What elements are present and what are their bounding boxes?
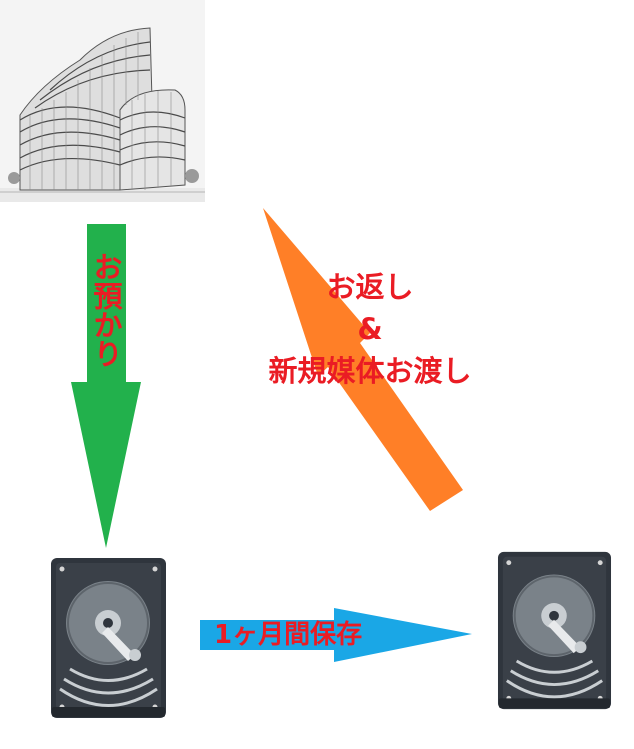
- keep-label: 1ヶ月間保存: [214, 620, 363, 650]
- deposit-arrow: [71, 224, 141, 548]
- keep-arrow: [200, 608, 472, 662]
- office-building-icon: [0, 0, 205, 202]
- return-label-line3: 新規媒体お渡し: [268, 354, 472, 388]
- return-label: お返し & 新規媒体お渡し: [240, 266, 500, 392]
- return-arrow: [263, 208, 463, 511]
- hard-disk-drive-icon: [51, 558, 166, 718]
- return-label-line1: お返し: [326, 270, 414, 304]
- return-label-line2: &: [357, 312, 383, 346]
- hard-disk-drive-icon: [497, 551, 612, 710]
- deposit-label: お預かり: [89, 252, 123, 368]
